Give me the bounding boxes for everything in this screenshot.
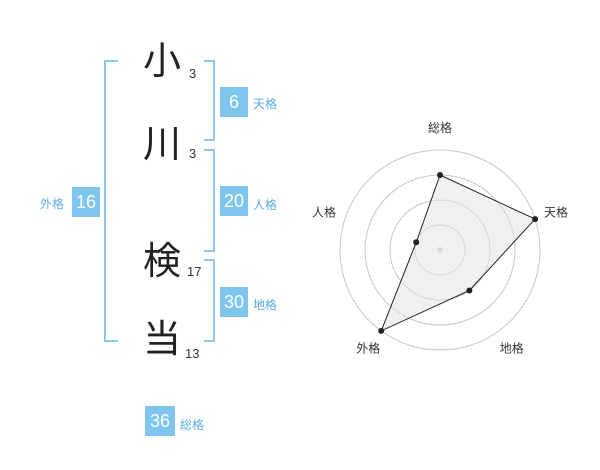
tenkaku-value-badge: 6 (220, 87, 248, 117)
stroke-count-3: 17 (187, 264, 202, 279)
name-char-4: 当 (143, 317, 182, 361)
stroke-count-1: 3 (189, 66, 197, 81)
radar-points (378, 172, 539, 334)
radar-point-5 (413, 239, 420, 246)
chikaku-bracket (204, 259, 215, 342)
gaikaku-value-badge: 16 (72, 187, 100, 217)
chikaku-label: 地格 (253, 298, 278, 312)
name-char-2: 川 (143, 122, 182, 166)
gaikaku-label: 外格 (40, 197, 65, 211)
jinkaku-value-badge: 20 (220, 186, 248, 216)
radar-point-3 (466, 287, 473, 294)
radar-axis-label-3: 地格 (500, 341, 524, 356)
name-char-1: 小 (143, 39, 182, 83)
radar-axis-label-4: 外格 (356, 341, 380, 356)
radar-point-4 (378, 327, 385, 334)
soukaku-label: 総格 (180, 418, 205, 432)
radar-area (380, 174, 536, 332)
radar-axis-label-2: 天格 (544, 204, 568, 219)
stroke-count-4: 13 (185, 346, 200, 361)
gaikaku-bracket (104, 60, 118, 342)
jinkaku-label: 人格 (253, 198, 278, 212)
jinkaku-bracket (204, 149, 215, 252)
radar-point-1 (437, 172, 443, 178)
radar-point-2 (532, 216, 539, 223)
radar-axis-label-1: 総格 (428, 120, 452, 135)
stroke-count-2: 3 (189, 146, 197, 161)
soukaku-value-badge: 36 (145, 406, 175, 436)
chikaku-value-badge: 30 (220, 287, 248, 317)
name-char-3: 検 (143, 239, 182, 283)
tenkaku-bracket (204, 60, 215, 141)
tenkaku-label: 天格 (253, 97, 278, 111)
radar-axis-label-5: 人格 (312, 204, 336, 219)
radar-ring (339, 149, 541, 351)
